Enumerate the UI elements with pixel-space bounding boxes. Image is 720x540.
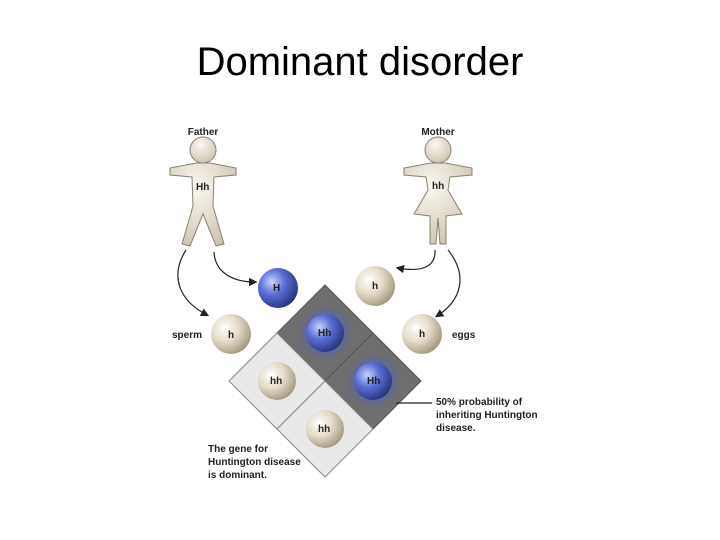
offspring-top-ball <box>306 314 344 352</box>
gene-note: The gene for Huntington disease is domin… <box>208 444 301 481</box>
gene-note-line-1: The gene for <box>208 444 268 455</box>
sperm-allele-H: H <box>273 283 280 294</box>
mother-figure <box>403 136 473 245</box>
egg-allele-right: h <box>419 329 425 340</box>
offspring-right-ball <box>354 362 392 400</box>
sperm-H-ball <box>258 268 298 308</box>
mother-genotype: hh <box>432 181 444 192</box>
arrow-mother-egg-top <box>395 249 436 274</box>
probability-line-1: 50% probability of <box>436 397 523 408</box>
father-label: Father <box>188 127 219 138</box>
offspring-bottom-ball <box>306 410 344 448</box>
father-figure <box>169 136 237 247</box>
egg-top-ball <box>355 266 395 306</box>
sperm-allele-h: h <box>228 330 234 341</box>
probability-line-2: inheriting Huntington <box>436 410 538 421</box>
offspring-bottom-genotype: hh <box>318 424 330 435</box>
offspring-right-genotype: Hh <box>367 376 380 387</box>
offspring: Hh Hh hh hh <box>258 305 401 448</box>
inheritance-arrows <box>177 249 461 404</box>
eggs-label: eggs <box>452 330 476 341</box>
offspring-top-genotype: Hh <box>318 328 331 339</box>
probability-note: 50% probability of inheriting Huntington… <box>436 397 538 434</box>
offspring-left-ball <box>258 362 296 400</box>
slide-title: Dominant disorder <box>196 40 524 84</box>
gene-note-line-3: is dominant. <box>208 470 267 481</box>
arrow-mother-egg-right <box>434 249 461 318</box>
probability-line-3: disease. <box>436 423 476 434</box>
gene-note-line-2: Huntington disease <box>208 457 301 468</box>
father-genotype: Hh <box>196 182 209 193</box>
gametes: H h h h <box>211 266 442 354</box>
offspring-left-genotype: hh <box>270 376 282 387</box>
egg-right-ball <box>402 314 442 354</box>
sperm-label: sperm <box>172 330 202 341</box>
mother-label: Mother <box>421 127 454 138</box>
arrow-father-sperm-H <box>213 251 258 287</box>
arrow-father-sperm-h <box>177 249 210 317</box>
egg-allele-top: h <box>372 281 378 292</box>
sperm-h-ball <box>211 314 251 354</box>
